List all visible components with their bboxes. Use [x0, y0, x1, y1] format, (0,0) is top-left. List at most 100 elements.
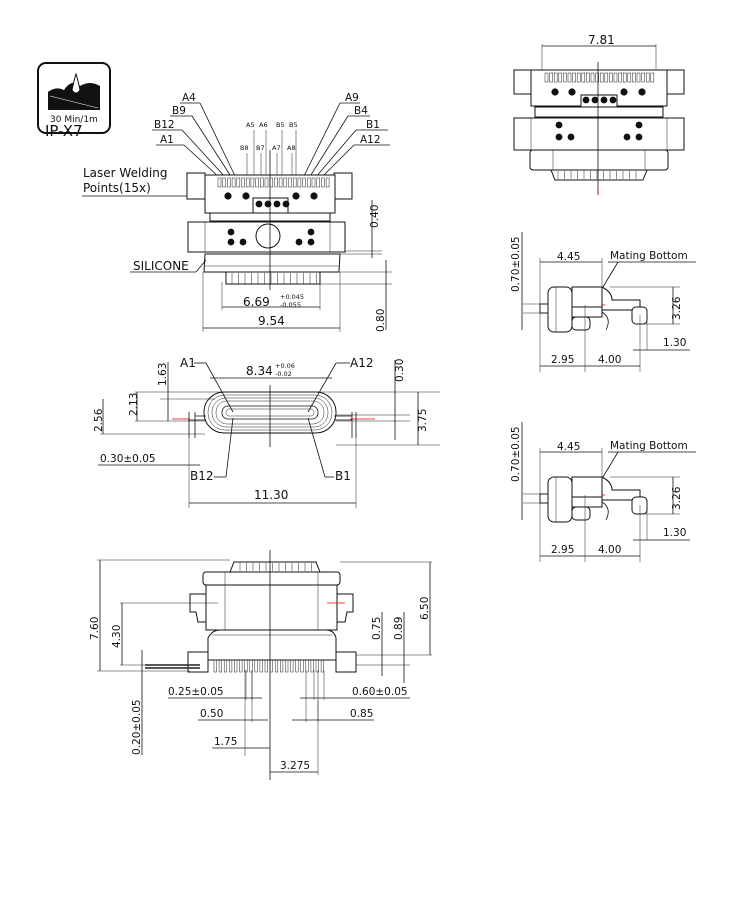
- pin-a1-label: A1: [180, 356, 196, 370]
- pin-label: A4: [182, 92, 196, 104]
- drawing-stroke: [187, 651, 209, 673]
- dim-2-95: 2.95: [551, 544, 574, 556]
- dim-0-70: 0.70±0.05: [510, 236, 522, 292]
- drawing-stroke: [340, 561, 432, 666]
- drawing-stroke: [550, 169, 648, 181]
- pin: [249, 659, 253, 673]
- dimension-label: A6: [259, 121, 268, 129]
- drawing-stroke: [188, 412, 206, 438]
- drawing-stroke: [302, 102, 341, 179]
- drawing-stroke: [183, 144, 221, 179]
- pin: [632, 72, 636, 83]
- drawing-stroke: [227, 228, 235, 236]
- drawing-stroke: [334, 412, 357, 438]
- drawing-stroke: [666, 69, 685, 95]
- water-depth-icon: [48, 82, 100, 110]
- pin: [315, 659, 319, 673]
- drawing-stroke: [97, 559, 230, 672]
- drawing-stroke: [199, 102, 237, 179]
- drawing-stroke: [213, 659, 324, 673]
- pin: [217, 177, 222, 188]
- pin-label: B12: [154, 119, 175, 131]
- drawing-stroke: [631, 496, 648, 515]
- pin: [245, 177, 250, 188]
- bottom-view: 7.60 4.30 0.20±0.05 0.25±0.05 0.50 1.75 …: [89, 550, 432, 780]
- dim-4-00: 4.00: [598, 544, 621, 556]
- drawing-stroke: [631, 306, 648, 325]
- dim-6-69: 6.69: [243, 295, 270, 309]
- mating-bottom-label: Mating Bottom: [610, 440, 688, 452]
- drawing-stroke: [582, 96, 590, 104]
- pin-label: B9: [172, 105, 186, 117]
- drawing-stroke: [49, 95, 99, 109]
- drawing-stroke: [186, 172, 206, 200]
- dim-0-75: 0.75: [371, 617, 383, 640]
- pin: [274, 177, 278, 188]
- pin: [586, 72, 590, 83]
- pin: [320, 659, 324, 673]
- pin-label: B4: [354, 105, 368, 117]
- dimension-label: -0.02: [275, 370, 292, 378]
- pin: [604, 72, 609, 83]
- drawing-stroke: [242, 192, 250, 200]
- dim-4-45: 4.45: [557, 251, 580, 263]
- drawing-stroke: [567, 133, 575, 141]
- pin: [595, 72, 599, 83]
- silicone-label: SILICONE: [133, 259, 189, 273]
- drawing-stroke: [307, 238, 315, 246]
- drawing-stroke: [544, 72, 655, 83]
- pin: [297, 177, 302, 188]
- pin: [234, 659, 238, 673]
- pin-a12-label: A12: [350, 356, 373, 370]
- dim-1-30: 1.30: [663, 337, 686, 349]
- dim-2-56: 2.56: [93, 408, 105, 432]
- dim-0-50: 0.50: [200, 708, 223, 720]
- dim-4-00: 4.00: [598, 354, 621, 366]
- pin: [311, 177, 316, 188]
- drawing-stroke: [225, 417, 234, 478]
- drawing-stroke: [335, 651, 357, 673]
- dimension-label: +0.045: [280, 293, 304, 301]
- drawing-stroke: [231, 273, 317, 284]
- drawing-stroke: [591, 96, 599, 104]
- pin: [222, 177, 226, 188]
- drawing-stroke: [320, 144, 355, 179]
- drawing-stroke: [539, 493, 549, 504]
- drawing-stroke: [191, 115, 233, 179]
- pin: [563, 72, 567, 83]
- drawing-stroke: [224, 192, 232, 200]
- dim-7-60: 7.60: [89, 617, 101, 640]
- pin: [274, 659, 279, 673]
- drawing-stroke: [307, 362, 337, 413]
- drawing-stroke: [246, 130, 297, 176]
- drawing-stroke: [255, 200, 263, 208]
- drawing-stroke: [314, 129, 357, 179]
- dim-0-80: 0.80: [375, 309, 387, 332]
- drawing-stroke: [635, 133, 643, 141]
- center-pin-labels: A5 A6 B5 B5 B8 B7 A7 A8: [240, 121, 298, 176]
- pin: [627, 72, 632, 83]
- pin: [236, 177, 241, 188]
- dimension-label: +0.06: [275, 362, 295, 370]
- dim-1-30: 1.30: [663, 527, 686, 539]
- drawing-stroke: [202, 571, 341, 586]
- pin: [280, 659, 284, 673]
- drawing-stroke: [227, 238, 235, 246]
- dim-0-40: 0.40: [369, 205, 381, 228]
- dimension-label: B7: [256, 144, 265, 152]
- pin: [553, 72, 558, 83]
- drawing-stroke: [602, 261, 619, 288]
- pin: [260, 177, 264, 188]
- badge-depth-text: 30 Min/1m: [50, 115, 98, 125]
- pin: [218, 659, 222, 673]
- drawing-stroke: [307, 417, 326, 478]
- dim-2-13: 2.13: [128, 393, 140, 416]
- pin: [278, 177, 283, 188]
- pin: [572, 72, 576, 83]
- dim-3-26: 3.26: [671, 296, 683, 320]
- opening-view: A1 A12 B12 B1 8.34 +0.06 -0.02 1.63 2.13…: [93, 356, 440, 508]
- pin: [302, 177, 306, 188]
- side-body-flange: [547, 476, 573, 523]
- pin: [239, 659, 243, 673]
